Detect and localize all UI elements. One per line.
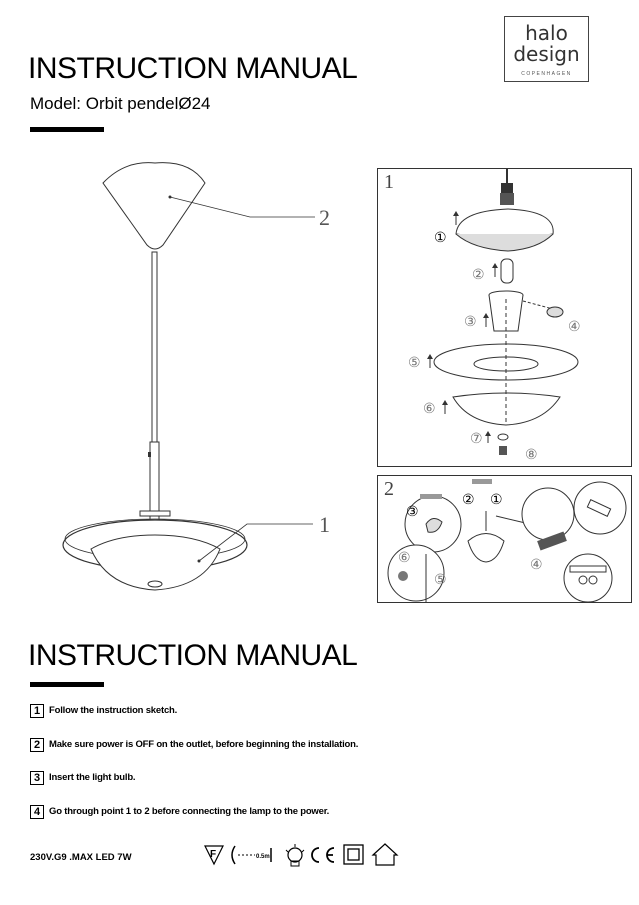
step-6-marker: ⑥ [423,400,436,416]
step-number: 1 [30,704,44,718]
step-1-marker: ① [434,229,447,245]
step-number: 3 [30,771,44,785]
step-2-marker: ② [472,266,485,282]
distance-icon: 0.5m [231,845,272,865]
step-3-marker: ③ [464,313,477,329]
section-underline [30,682,104,687]
page-title: INSTRUCTION MANUAL [28,52,358,85]
step-number: 2 [30,738,44,752]
step-number: 4 [30,805,44,819]
step-8-marker: ⑧ [525,446,538,462]
panel2-step-4-marker: ④ [530,556,543,572]
logo-subtitle: COPENHAGEN [521,71,572,77]
distance-label: 0.5m [256,854,270,860]
svg-text:F: F [210,849,216,860]
f-mark-icon: F [204,845,224,866]
panel-2-number: 2 [384,478,394,500]
model-label: Model: Orbit pendelØ24 [30,94,211,113]
logo-text-halo: halo [525,21,568,45]
step-4-marker: ④ [568,318,581,334]
logo-text-design: design [513,42,580,66]
step-text: Go through point 1 to 2 before connectin… [49,806,330,817]
section-title: INSTRUCTION MANUAL [28,639,358,672]
step-text: Follow the instruction sketch. [49,705,178,716]
brand-logo: halo design COPENHAGEN [504,16,589,82]
panel2-step-1-marker: ① [490,491,503,507]
class-ii-icon [343,844,364,865]
canopy-shape [102,162,206,250]
step-text: Make sure power is OFF on the outlet, be… [49,739,359,750]
panel2-step-3-marker: ③ [406,503,419,519]
exploded-view-drawing: ① ② ③ ④ ⑤ ⑥ ⑦ ⑧ [408,169,581,462]
title-underline [30,127,104,132]
shade-inner [90,534,221,591]
certification-symbols: F 0.5m [204,843,399,867]
wiring-drawing: ③ ② ① ④ ⑥ ⑤ [387,479,627,603]
lamp-icon [285,844,305,867]
callout-1: 1 [319,512,330,537]
assembly-panel-2: 2 ③ ② ① ④ ⑥ ⑤ [377,475,632,603]
panel2-step-6-marker: ⑥ [398,549,411,565]
assembly-panel-1: 1 ① ② ③ ④ ⑤ ⑥ ⑦ ⑧ [377,168,632,467]
panel2-step-2-marker: ② [462,491,475,507]
step-5-marker: ⑤ [408,354,421,370]
spec-text: 230V.G9 .MAX LED 7W [30,852,132,863]
callout-2: 2 [319,205,330,230]
step-7-marker: ⑦ [470,430,483,446]
panel2-step-5-marker: ⑤ [434,571,447,587]
panel-1-number: 1 [384,171,394,193]
ce-mark-icon [311,847,335,863]
indoor-house-icon [371,843,399,866]
lamp-drawing: 2 1 [62,162,330,591]
step-text: Insert the light bulb. [49,772,136,783]
